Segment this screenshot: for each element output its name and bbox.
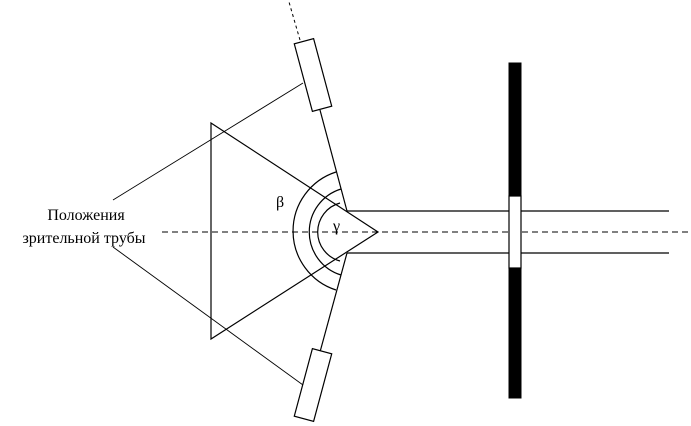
gamma-arc-inner: [317, 202, 341, 262]
telescope-lower: [293, 347, 333, 423]
telescope-caption-line1: Положения: [47, 207, 125, 224]
lower-reflected-ray: [319, 252, 348, 353]
prism: [210, 121, 380, 341]
slit-screen: [508, 62, 522, 399]
gamma-label: γ: [332, 218, 340, 235]
leader-line-lower: [112, 246, 304, 386]
upper-reflected-ray: [319, 109, 348, 212]
upper-ray-extension: [288, 1, 301, 41]
gamma-arc-outer: [308, 188, 342, 276]
beta-label: β: [276, 194, 284, 211]
telescope-caption-line2: зрительной трубы: [22, 230, 145, 247]
telescope-upper: [293, 37, 333, 113]
leader-line-upper: [112, 82, 304, 201]
beta-arc: [292, 171, 337, 291]
incident-beam: [347, 210, 669, 254]
